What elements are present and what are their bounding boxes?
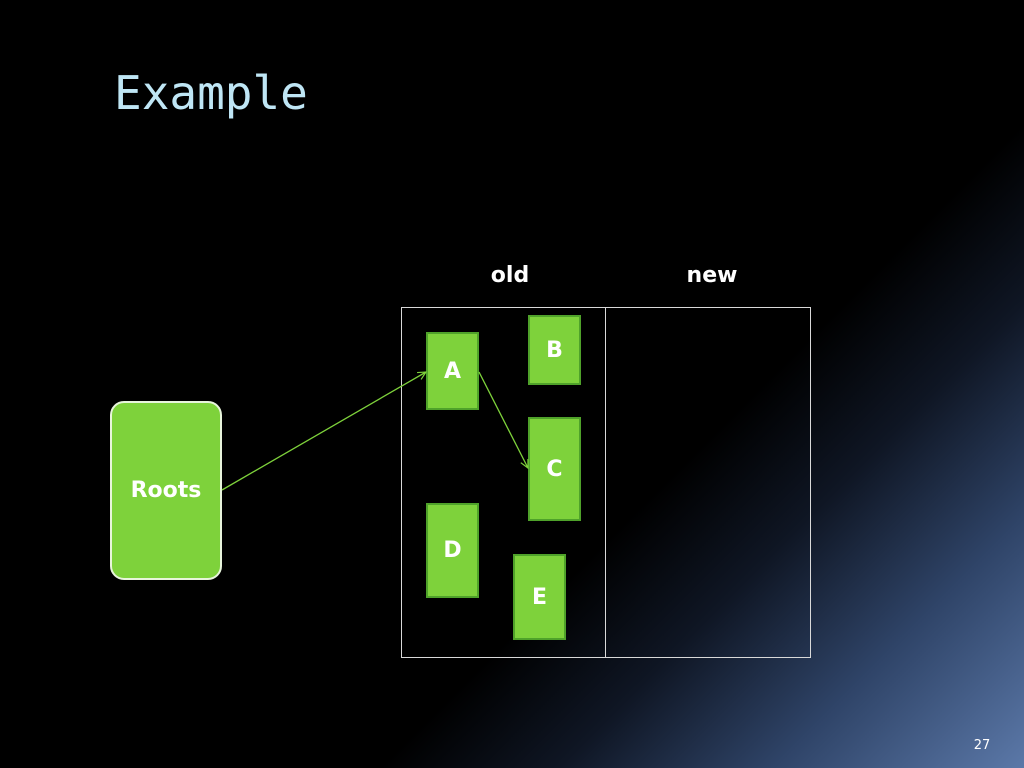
object-c: C [528, 417, 581, 521]
heap-box [401, 307, 811, 658]
object-a: A [426, 332, 479, 410]
a-to-c-arrow [478, 371, 528, 468]
heap-divider [605, 307, 606, 657]
roots-node: Roots [110, 401, 222, 580]
roots-to-a-arrow [221, 372, 426, 491]
object-e: E [513, 554, 566, 640]
page-number: 27 [973, 738, 991, 753]
old-region-label: old [490, 263, 530, 288]
slide-title: Example [114, 66, 308, 120]
new-region-label: new [686, 263, 738, 288]
object-d: D [426, 503, 479, 598]
object-b: B [528, 315, 581, 385]
